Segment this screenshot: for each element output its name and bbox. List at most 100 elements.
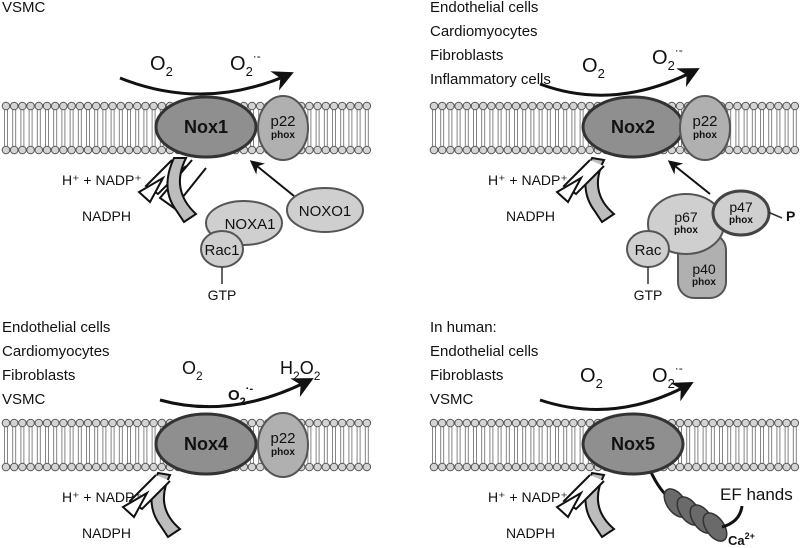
lipid-head bbox=[305, 462, 314, 472]
lipid-head bbox=[552, 418, 562, 428]
lipid-head bbox=[321, 145, 331, 155]
lipid-tail bbox=[776, 110, 781, 146]
lipid-head bbox=[91, 418, 101, 428]
lipid-tail bbox=[448, 427, 453, 463]
lipid-tail bbox=[497, 110, 502, 146]
lipid-head bbox=[26, 101, 35, 111]
lipid-head bbox=[18, 462, 27, 472]
lipid-tail bbox=[464, 427, 469, 463]
lipid-head bbox=[733, 462, 742, 472]
lipid-head bbox=[552, 462, 562, 472]
lipid-tail bbox=[571, 110, 576, 146]
superoxide-arrow bbox=[119, 71, 294, 96]
lipid-tail bbox=[340, 427, 345, 463]
lipid-head bbox=[569, 418, 578, 428]
p22-label: p22 bbox=[270, 430, 295, 447]
nadph-arrowhead bbox=[555, 490, 584, 519]
lipid-tail bbox=[53, 427, 58, 463]
lipid-tail bbox=[743, 427, 748, 463]
lipid-tail bbox=[323, 427, 328, 463]
lipid-tail bbox=[323, 110, 328, 146]
lipid-tail bbox=[792, 427, 797, 463]
lipid-head bbox=[478, 101, 488, 111]
superoxide-label: O2·- bbox=[652, 361, 683, 391]
lipid-tail bbox=[440, 110, 445, 146]
lipid-head bbox=[757, 145, 767, 155]
nadp-label: H⁺ + NADP⁺ bbox=[62, 172, 142, 188]
lipid-head bbox=[100, 145, 109, 155]
lipid-tail bbox=[702, 427, 707, 463]
lipid-head bbox=[59, 101, 68, 111]
lipid-head bbox=[765, 145, 775, 155]
lipid-head bbox=[503, 462, 513, 472]
lipid-head bbox=[9, 418, 19, 428]
lipid-head bbox=[34, 101, 44, 111]
lipid-head bbox=[116, 418, 126, 428]
lipid-head bbox=[528, 418, 537, 428]
lipid-head bbox=[337, 101, 347, 111]
oxygen-label: O2 bbox=[150, 53, 173, 79]
lipid-head bbox=[749, 462, 759, 472]
panel-nox4: Endothelial cells Cardiomyocytes Fibrobl… bbox=[2, 319, 321, 541]
lipid-head bbox=[470, 462, 480, 472]
panel-nox2: Endothelial cells Cardiomyocytes Fibrobl… bbox=[430, 0, 795, 303]
lipid-head bbox=[536, 145, 545, 155]
ef-hand-tail bbox=[721, 505, 744, 529]
lipid-head bbox=[429, 101, 439, 111]
lipid-head bbox=[577, 145, 586, 155]
lipid-tail bbox=[340, 110, 345, 146]
lipid-head bbox=[116, 462, 126, 472]
p22phox-subunit bbox=[679, 95, 731, 161]
lipid-head bbox=[354, 462, 363, 472]
lipid-head bbox=[544, 145, 554, 155]
lipid-head bbox=[503, 145, 513, 155]
lipid-tail bbox=[356, 427, 361, 463]
lipid-tail bbox=[497, 427, 502, 463]
lipid-tail bbox=[348, 427, 353, 463]
lipid-head bbox=[247, 101, 257, 111]
nox4-enzyme bbox=[154, 412, 258, 476]
lipid-head bbox=[141, 101, 150, 111]
lipid-head bbox=[141, 145, 150, 155]
cell-type-label: Fibroblasts bbox=[2, 367, 75, 384]
lipid-head bbox=[675, 145, 685, 155]
lipid-head bbox=[346, 145, 355, 155]
lipid-head bbox=[67, 145, 76, 155]
lipid-tail bbox=[28, 427, 33, 463]
ef-hands-label: EF hands bbox=[720, 485, 793, 504]
lipid-head bbox=[362, 462, 372, 472]
lipid-head bbox=[67, 418, 76, 428]
lipid-head bbox=[577, 462, 586, 472]
nadp-label: H⁺ + NADP⁺ bbox=[488, 172, 568, 188]
lipid-head bbox=[749, 101, 759, 111]
lipid-tail bbox=[514, 110, 518, 146]
lipid-tail bbox=[348, 110, 353, 146]
p22phox-subunit bbox=[257, 412, 309, 478]
nadph-label: NADPH bbox=[82, 525, 131, 541]
cell-type-label: Endothelial cells bbox=[430, 0, 538, 16]
lipid-head bbox=[9, 145, 19, 155]
lipid-tail bbox=[364, 427, 369, 463]
lipid-head bbox=[446, 101, 455, 111]
lipid-tail bbox=[456, 427, 461, 463]
lipid-head bbox=[495, 101, 504, 111]
lipid-tail bbox=[768, 427, 773, 463]
lipid-head bbox=[149, 418, 158, 428]
nox4-label: Nox4 bbox=[184, 434, 228, 454]
lipid-tail bbox=[118, 110, 123, 146]
nadph-flow-band bbox=[166, 157, 198, 224]
lipid-tail bbox=[69, 110, 74, 146]
lipid-head bbox=[585, 462, 595, 472]
lipid-tail bbox=[489, 110, 494, 146]
lipid-head bbox=[67, 462, 76, 472]
lipid-head bbox=[437, 101, 447, 111]
lipid-head bbox=[321, 101, 331, 111]
lipid-tail bbox=[127, 110, 131, 146]
lipid-tail bbox=[94, 427, 99, 463]
lipid-head bbox=[560, 145, 570, 155]
lipid-head bbox=[528, 462, 537, 472]
lipid-head bbox=[683, 462, 693, 472]
lipid-tail bbox=[489, 427, 494, 463]
lipid-head bbox=[50, 101, 60, 111]
p40-label: p40 bbox=[692, 261, 716, 277]
